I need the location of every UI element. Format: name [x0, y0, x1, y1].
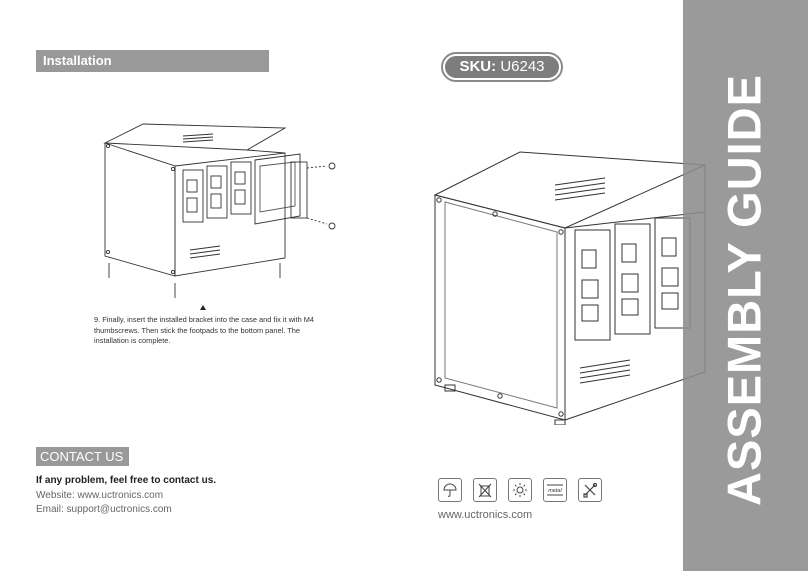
sku-label: SKU: [459, 58, 497, 75]
footer-url: www.uctronics.com [438, 509, 533, 521]
product-illustration [433, 151, 706, 425]
sun-icon [508, 478, 532, 502]
step-instruction: 9. Finally, insert the installed bracket… [94, 315, 315, 345]
installation-heading: Installation [36, 50, 269, 72]
arrow-up-icon [200, 305, 206, 310]
sku-code: U6243 [500, 58, 545, 75]
contact-email: Email: support@uctronics.com [36, 504, 172, 515]
contact-title: If any problem, feel free to contact us. [36, 475, 217, 486]
assembly-guide-title: ASSEMBLY GUIDE [717, 74, 771, 506]
contact-heading: CONTACT US [36, 447, 129, 466]
sku-badge: SKU: U6243 [441, 52, 563, 82]
side-band [683, 0, 808, 571]
no-disposal-icon [473, 478, 497, 502]
tools-icon [578, 478, 602, 502]
metal-icon: metal [543, 478, 567, 502]
metal-label: metal [548, 488, 562, 494]
installation-illustration [103, 123, 336, 298]
care-icons: metal [438, 478, 602, 502]
contact-website: Website: www.uctronics.com [36, 490, 164, 501]
umbrella-icon [438, 478, 462, 502]
